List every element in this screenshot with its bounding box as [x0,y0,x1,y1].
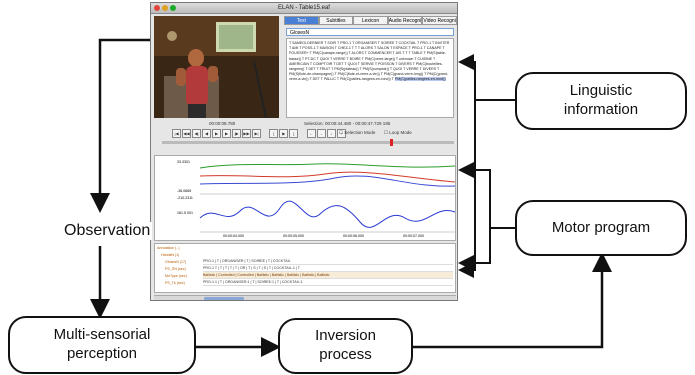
wave-scale-3: -210.2311 [177,196,193,200]
horizontal-scrollbar[interactable] [154,295,456,300]
go-start-button[interactable]: |◀ [172,129,181,138]
current-time: 00:00:08.780 [209,121,236,126]
loop-mode-checkbox[interactable]: ☐ Loop Mode [384,130,412,135]
transcript-highlight: PM(C(pailles-rangees-en-rond)) [394,77,446,82]
tier-dropdown[interactable]: GlosesN [286,28,454,36]
inversion-process-node: Inversion process [278,318,413,374]
arrow-motor-to-waveform [458,162,515,229]
step-back-button[interactable]: ◀| [192,129,201,138]
tier-row-motype[interactable]: Ballistic | Controlled | Controlled | Ba… [203,272,453,279]
observation-label: Observation [62,222,153,240]
arrow-inversion-to-motor [413,252,612,349]
wave-tick-3: 00:00:06.000 [343,234,364,238]
left-button[interactable]: ← [306,129,316,138]
back-button[interactable]: ◀ [202,129,211,138]
tier-name-1[interactable]: Annotation (..) [157,246,180,250]
selection-end-button[interactable]: ] [289,129,299,138]
selection-mode-label: Selection Mode [344,130,376,135]
tier-name-5[interactable]: MoType (sec) [165,274,187,278]
wave-scale-4: 161.5 001 [177,211,193,215]
wave-tick-4: 00:00:07.000 [403,234,424,238]
next-frame-button[interactable]: ▶▶ [242,129,251,138]
media-controls: 00:00:08.780 Selection: 00:00:44.480 - 0… [154,121,456,151]
forward-button[interactable]: ▶ [222,129,231,138]
wave-scale-2: -36.0665 [177,189,192,193]
recognizer-tabs: Text Subtitles Lexicon Audio Recognizer … [284,16,457,25]
tier-name-6[interactable]: PS_Tk (sec) [165,281,185,285]
wave-tick-2: 00:00:05.000 [283,234,304,238]
timeline-slider[interactable] [162,139,454,146]
playhead-marker[interactable] [390,139,393,146]
tab-audio-recognizer[interactable]: Audio Recognizer [387,16,423,25]
tier-dropdown-value: GlosesN [290,30,310,36]
wave-scale-1: 33.3301 [177,160,190,164]
tab-subtitles[interactable]: Subtitles [318,16,354,25]
selection-play-button[interactable]: ▶ [279,129,289,138]
linguistic-information-node: Linguistic information [515,72,687,130]
zoom-icon[interactable] [170,5,176,11]
down-button[interactable]: ↓ [326,129,336,138]
up-button[interactable]: ↑ [336,129,346,138]
elan-title: ELAN - Table15.eaf [278,5,330,11]
waveform-viewer[interactable]: 33.3301 -36.0665 -210.2311 161.5 001 00:… [154,155,456,241]
elan-titlebar: ELAN - Table15.eaf [151,3,457,14]
tier-name-2[interactable]: HandsN (1) [161,253,180,257]
multi-sensorial-perception-node: Multi-sensorial perception [8,316,196,374]
transport-buttons: |◀◀◀◀|◀▶▶|▶▶▶▶| [▶] ←→↓↑ [172,129,347,138]
selection-readout: Selection: 00:00:44.480 - 00:00:47.729 1… [304,121,391,126]
video-frame [154,16,279,118]
motor-program-node: Motor program [515,200,687,256]
prev-frame-button[interactable]: ◀◀ [182,129,191,138]
wave-tick-1: 00:00:04.000 [223,234,244,238]
right-button[interactable]: → [316,129,326,138]
tab-video-recognizer[interactable]: Video Recognizer [422,16,457,25]
arrow-video-to-observation [90,38,150,213]
arrow-linguistic-to-tiers [458,100,476,278]
arrow-linguistic-to-text [458,54,515,101]
transcript-text: T SAMEDI-DERNIER T SOIR T PRO-1 T ORGANI… [289,41,450,82]
selection-start-button[interactable]: [ [269,129,279,138]
go-end-button[interactable]: ▶| [252,129,261,138]
transcript-text-pane[interactable]: T SAMEDI-DERNIER T SOIR T PRO-1 T ORGANI… [286,38,454,118]
tier-row-ps[interactable]: PRO-1 T | T | T | T | T | OR | T | S | T… [203,265,453,272]
selection-mode-checkbox[interactable]: ☐ Selection Mode [339,130,376,135]
tier-row-pstk[interactable]: PRO-1:1 | T | ORGANISER:1 | T | SOIREE:1… [203,279,453,286]
step-forward-button[interactable]: |▶ [232,129,241,138]
loop-mode-label: Loop Mode [389,130,412,135]
elan-screenshot: ELAN - Table15.eaf Text Subtitles Lexico… [150,2,458,301]
tab-text[interactable]: Text [284,16,319,25]
tab-lexicon[interactable]: Lexicon [353,16,388,25]
tier-name-3[interactable]: GlosesN (17) [165,260,187,264]
scroll-thumb[interactable] [204,297,244,300]
close-icon[interactable] [154,5,160,11]
minimize-icon[interactable] [162,5,168,11]
play-button[interactable]: ▶ [212,129,221,138]
tier-name-4[interactable]: PS_SN (sec) [165,267,186,271]
annotation-tiers[interactable]: Annotation (..) HandsN (1) GlosesN (17) … [154,243,456,293]
tier-row-gloses[interactable]: PRO-1 | T | ORGANISER | T | SOIREE | T |… [203,258,453,265]
